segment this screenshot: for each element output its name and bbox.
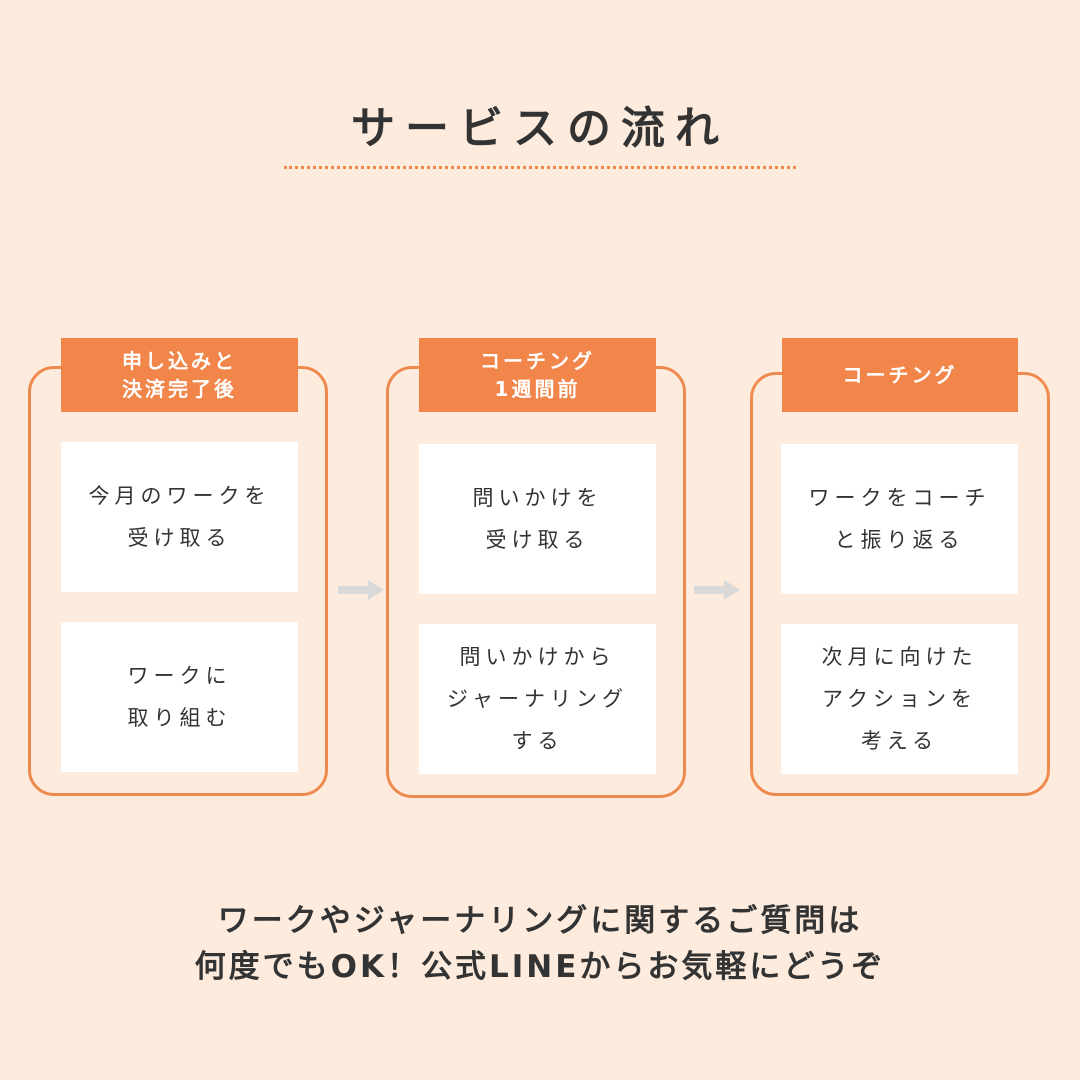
step-1-card-1: 今月のワークを 受け取る bbox=[61, 442, 298, 592]
step-3-card-1: ワークをコーチ と振り返る bbox=[781, 444, 1018, 594]
step-3-header: コーチング bbox=[782, 338, 1018, 412]
step-2-card-1: 問いかけを 受け取る bbox=[419, 444, 656, 594]
page-title: サービスの流れ bbox=[351, 103, 729, 154]
arrow-right-icon bbox=[338, 580, 384, 600]
footer-message: ワークやジャーナリングに関するご質問は 何度でもOK！公式LINEからお気軽にど… bbox=[194, 903, 886, 985]
step-1-header: 申し込みと 決済完了後 bbox=[61, 338, 298, 412]
step-1-card-2: ワークに 取り組む bbox=[61, 622, 298, 772]
arrow-right-icon bbox=[694, 580, 740, 600]
step-3-card-2: 次月に向けた アクションを 考える bbox=[781, 624, 1018, 774]
step-2-header: コーチング 1週間前 bbox=[419, 338, 656, 412]
step-2-card-2: 問いかけから ジャーナリング する bbox=[419, 624, 656, 774]
title-dotted-divider bbox=[284, 166, 796, 169]
